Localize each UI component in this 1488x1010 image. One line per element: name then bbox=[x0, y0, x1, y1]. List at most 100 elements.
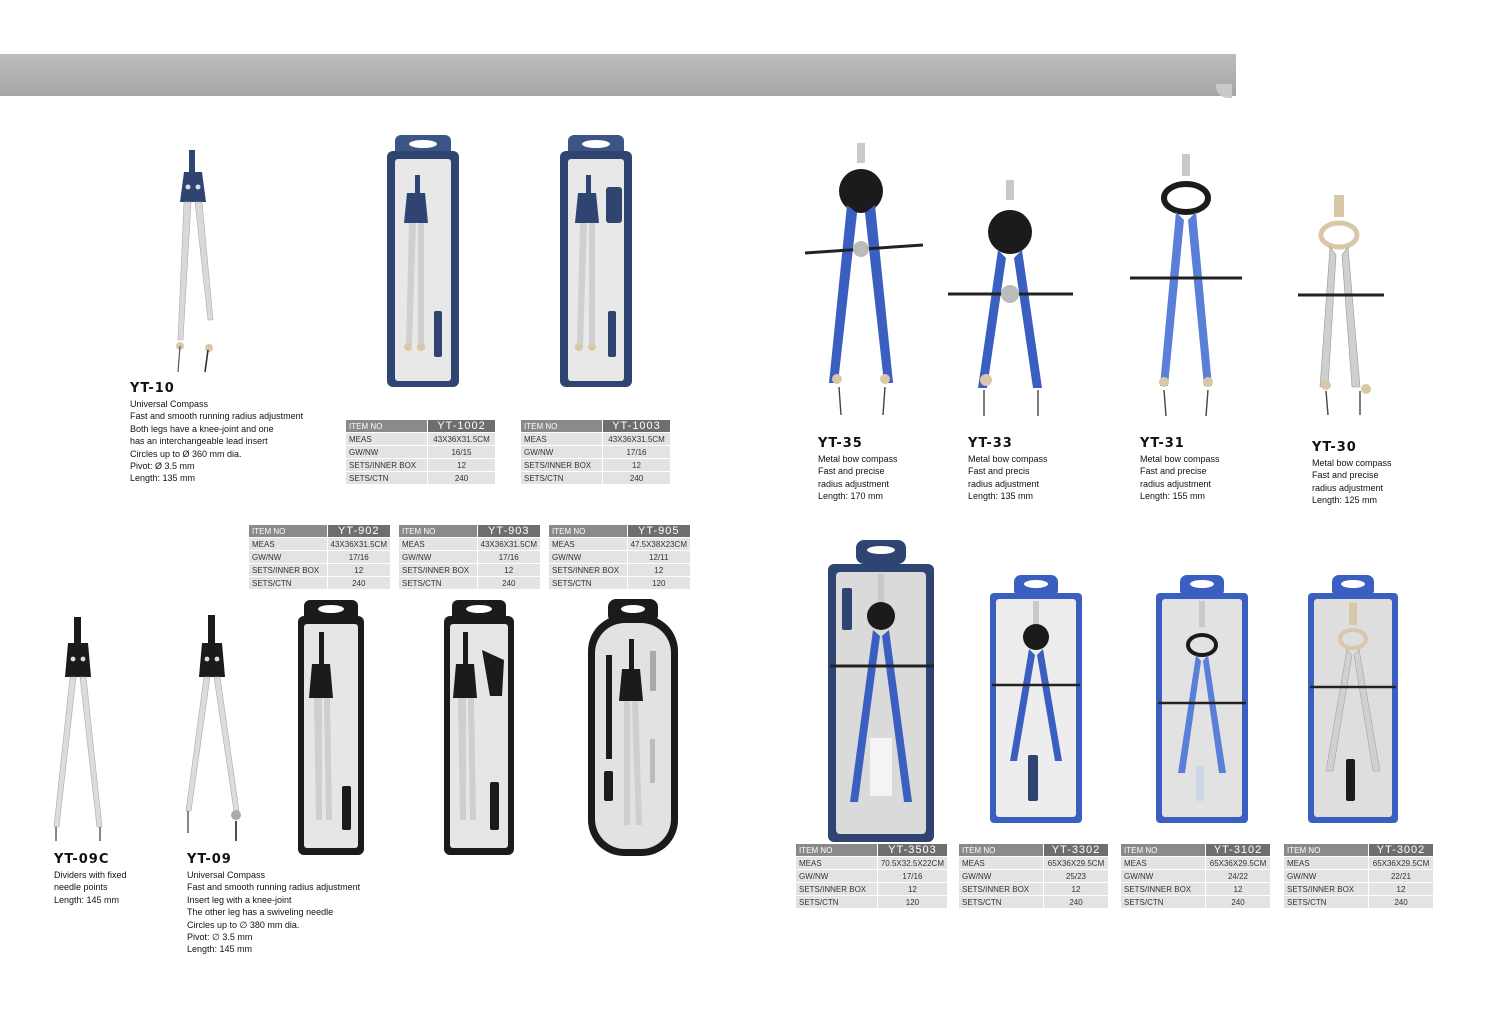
spec-value-item: YT-3102 bbox=[1206, 844, 1271, 856]
product-yt33: YT-33 Metal bow compass Fast and precis … bbox=[968, 436, 1048, 503]
spec-label: SETS/INNER BOX bbox=[1121, 883, 1206, 895]
spec-label: ITEM NO bbox=[959, 844, 1044, 856]
spec-value-inner: 12 bbox=[627, 564, 691, 576]
spec-value-gw: 16/15 bbox=[428, 446, 496, 458]
spec-label: SETS/INNER BOX bbox=[346, 459, 428, 471]
spec-label: SETS/CTN bbox=[1121, 896, 1206, 908]
spec-label: SETS/INNER BOX bbox=[549, 564, 628, 576]
spec-label: SETS/INNER BOX bbox=[249, 564, 328, 576]
case-yt1002-image bbox=[387, 135, 459, 387]
spec-label: SETS/CTN bbox=[1284, 896, 1369, 908]
spec-value-inner: 12 bbox=[1369, 883, 1434, 895]
spec-label: ITEM NO bbox=[796, 844, 878, 856]
spec-value-item: YT-905 bbox=[627, 525, 691, 537]
case-yt903-image bbox=[444, 600, 514, 855]
case-yt905-image bbox=[588, 599, 678, 856]
spec-value-item: YT-3002 bbox=[1369, 844, 1434, 856]
spec-label: MEAS bbox=[346, 433, 428, 445]
spec-label: GW/NW bbox=[796, 870, 878, 882]
product-description: Metal bow compass Fast and precise radiu… bbox=[1312, 458, 1392, 506]
spec-label: SETS/CTN bbox=[249, 577, 328, 589]
spec-value-item: YT-903 bbox=[477, 525, 541, 537]
spec-label: SETS/INNER BOX bbox=[399, 564, 478, 576]
spec-label: SETS/CTN bbox=[796, 896, 878, 908]
spec-label: SETS/CTN bbox=[549, 577, 628, 589]
product-description: Metal bow compass Fast and precise radiu… bbox=[818, 454, 898, 502]
spec-value-inner: 12 bbox=[477, 564, 541, 576]
case-yt3503-image bbox=[828, 540, 934, 842]
spec-value-gw: 22/21 bbox=[1369, 870, 1434, 882]
spec-label: ITEM NO bbox=[399, 525, 478, 537]
spec-value-inner: 12 bbox=[428, 459, 496, 471]
spec-value-ctn: 240 bbox=[477, 577, 541, 589]
spec-value-inner: 12 bbox=[1206, 883, 1271, 895]
spec-value-gw: 17/16 bbox=[877, 870, 948, 882]
spec-label: SETS/CTN bbox=[399, 577, 478, 589]
spec-label: SETS/INNER BOX bbox=[959, 883, 1044, 895]
product-yt35: YT-35 Metal bow compass Fast and precise… bbox=[818, 436, 898, 503]
header-banner bbox=[0, 54, 1236, 96]
spec-label: GW/NW bbox=[346, 446, 428, 458]
case-yt902-image bbox=[298, 600, 364, 855]
spec-label: GW/NW bbox=[249, 551, 328, 563]
case-yt3002-image bbox=[1308, 575, 1398, 823]
model-number: YT-31 bbox=[1140, 436, 1185, 451]
spec-label: MEAS bbox=[1121, 857, 1206, 869]
spec-label: GW/NW bbox=[1121, 870, 1206, 882]
case-yt1003-image bbox=[560, 135, 632, 387]
spec-label: MEAS bbox=[959, 857, 1044, 869]
spec-value-inner: 12 bbox=[1044, 883, 1109, 895]
compass-yt10-image bbox=[176, 150, 214, 373]
spec-value-gw: 25/23 bbox=[1044, 870, 1109, 882]
spec-label: SETS/CTN bbox=[346, 472, 428, 484]
case-yt3102-image bbox=[1156, 575, 1248, 823]
spec-value-meas: 65X36X29.5CM bbox=[1044, 857, 1109, 869]
spec-label: MEAS bbox=[521, 433, 603, 445]
spec-label: SETS/CTN bbox=[521, 472, 603, 484]
spec-value-inner: 12 bbox=[603, 459, 671, 471]
spec-label: ITEM NO bbox=[549, 525, 628, 537]
spec-label: MEAS bbox=[549, 538, 628, 550]
model-number: YT-10 bbox=[130, 381, 175, 396]
spec-label: ITEM NO bbox=[1121, 844, 1206, 856]
spec-value-meas: 47.5X38X23CM bbox=[627, 538, 691, 550]
spec-value-meas: 70.5X32.5X22CM bbox=[877, 857, 948, 869]
spec-label: MEAS bbox=[796, 857, 878, 869]
spec-label: SETS/INNER BOX bbox=[1284, 883, 1369, 895]
spec-label: SETS/CTN bbox=[959, 896, 1044, 908]
spec-value-inner: 12 bbox=[877, 883, 948, 895]
spec-value-item: YT-1003 bbox=[603, 420, 671, 432]
spec-label: SETS/INNER BOX bbox=[521, 459, 603, 471]
product-yt10: YT-10 Universal Compass Fast and smooth … bbox=[130, 381, 303, 485]
compass-yt30-image bbox=[1298, 195, 1384, 416]
spec-value-ctn: 120 bbox=[877, 896, 948, 908]
compass-yt31-image bbox=[1130, 154, 1242, 417]
spec-value-item: YT-3503 bbox=[877, 844, 948, 856]
spec-label: MEAS bbox=[249, 538, 328, 550]
spec-label: GW/NW bbox=[399, 551, 478, 563]
spec-label: ITEM NO bbox=[249, 525, 328, 537]
model-number: YT-33 bbox=[968, 436, 1013, 451]
product-description: Metal bow compass Fast and precis radius… bbox=[968, 454, 1048, 502]
spec-label: GW/NW bbox=[549, 551, 628, 563]
product-yt31: YT-31 Metal bow compass Fast and precise… bbox=[1140, 436, 1220, 503]
spec-value-ctn: 240 bbox=[327, 577, 391, 589]
model-number: YT-30 bbox=[1312, 440, 1357, 455]
spec-label: SETS/INNER BOX bbox=[796, 883, 878, 895]
product-description: Metal bow compass Fast and precise radiu… bbox=[1140, 454, 1220, 502]
spec-value-item: YT-1002 bbox=[428, 420, 496, 432]
spec-value-gw: 12/11 bbox=[627, 551, 691, 563]
spec-value-gw: 17/16 bbox=[603, 446, 671, 458]
spec-value-gw: 24/22 bbox=[1206, 870, 1271, 882]
product-description: Universal Compass Fast and smooth runnin… bbox=[187, 870, 361, 955]
spec-label: ITEM NO bbox=[346, 420, 428, 432]
spec-value-ctn: 240 bbox=[1044, 896, 1109, 908]
spec-value-ctn: 120 bbox=[627, 577, 691, 589]
